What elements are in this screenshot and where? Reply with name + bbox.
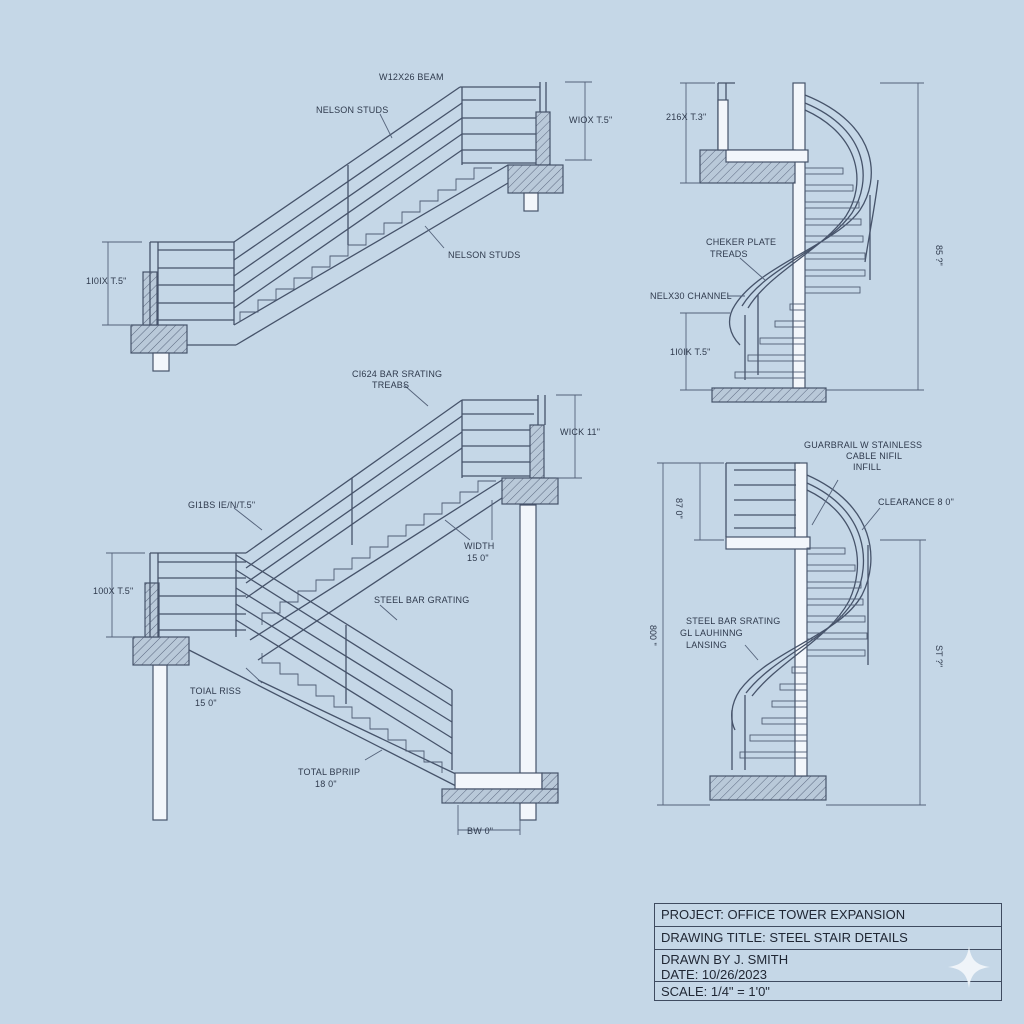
spiral-stair-elevation-2: GUARBRAIL W STAINLESS CABLE NIFIL INFILL… (648, 440, 954, 806)
spiral2-right-dim: ST ?" (934, 645, 944, 667)
rail-height-dim: WIOX T.5" (569, 115, 612, 125)
date-text: DATE: 10/26/2023 (661, 967, 767, 982)
total-run-value: 18 0" (315, 779, 337, 789)
switchback-stair-elevation: CI624 BAR SRATING TREABS WICK 11" GI1BS … (93, 369, 600, 836)
total-rise-label: TOIAL RISS (190, 686, 241, 696)
bottom-dim: BW 0" (467, 826, 493, 836)
project-text: PROJECT: OFFICE TOWER EXPANSION (661, 907, 906, 922)
total-rise-value: 15 0" (195, 698, 217, 708)
landing-grating-label: STEEL BAR SRATING (686, 616, 780, 626)
landing-grating-label-2: GL LAUHINNG (680, 628, 743, 638)
grating-treads-label-2: TREABS (372, 380, 409, 390)
spiral2-total-dim: 800 " (648, 625, 658, 646)
title-block: PROJECT: OFFICE TOWER EXPANSION DRAWING … (654, 903, 1002, 1001)
nelson-studs-label-2: NELSON STUDS (448, 250, 520, 260)
width-label: WIDTH (464, 541, 495, 551)
scale-text: SCALE: 1/4" = 1'0" (661, 984, 770, 999)
guardrail-label-2: CABLE NIFIL (846, 451, 902, 461)
spiral2-top-dim: 87 0" (674, 498, 684, 519)
spiral1-top-dim: 216X T.3" (666, 112, 706, 122)
rail-height-dim-lower: 100X T.5" (93, 586, 133, 596)
landing-grating-label-3: LANSING (686, 640, 727, 650)
checker-plate-label: CHEKER PLATE (706, 237, 776, 247)
drawing-title-text: DRAWING TITLE: STEEL STAIR DETAILS (661, 930, 908, 945)
beam-label: W12X26 BEAM (379, 72, 444, 82)
spiral-stair-elevation-1: 216X T.3" CHEKER PLATE TREADS NELX30 CHA… (650, 82, 944, 403)
drawn-by-row: DRAWN BY J. SMITH DATE: 10/26/2023 (655, 950, 1001, 982)
channel-label: NELX30 CHANNEL (650, 291, 732, 301)
spiral1-height-dim: 85 ?" (934, 245, 944, 266)
drawing-title-row: DRAWING TITLE: STEEL STAIR DETAILS (655, 927, 1001, 950)
scale-row: SCALE: 1/4" = 1'0" (655, 982, 1001, 1002)
steel-bar-grating-label: STEEL BAR GRATING (374, 595, 469, 605)
grating-treads-label: CI624 BAR SRATING (352, 369, 442, 379)
project-row: PROJECT: OFFICE TOWER EXPANSION (655, 904, 1001, 927)
width-value: 15 0" (467, 553, 489, 563)
guardrail-label-3: INFILL (853, 462, 881, 472)
sparkle-icon (948, 946, 990, 988)
straight-stair-elevation: W12X26 BEAM NELSON STUDS NELSON STUDS WI… (86, 72, 612, 372)
rail-height-dim-mid: WICK 11" (560, 427, 600, 437)
spiral1-low-dim: 1I0IK T.5" (670, 347, 711, 357)
rail-height-dim-mid-left: GI1BS IE/N/T.5" (188, 500, 255, 510)
checker-plate-label-2: TREADS (710, 249, 748, 259)
lower-landing-slab (130, 324, 188, 354)
total-run-label: TOTAL BPRIIP (298, 767, 360, 777)
nelson-studs-label: NELSON STUDS (316, 105, 388, 115)
drawn-by-text: DRAWN BY J. SMITH (661, 952, 789, 967)
guardrail-label: GUARBRAIL W STAINLESS (804, 440, 922, 450)
rail-height-dim-left: 1I0IX T.5" (86, 276, 127, 286)
clearance-label: CLEARANCE 8 0" (878, 497, 954, 507)
